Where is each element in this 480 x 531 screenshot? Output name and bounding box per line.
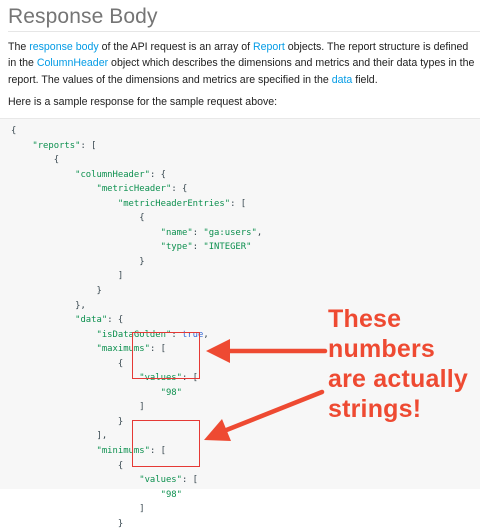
code-key-metric-header-entries: "metricHeaderEntries"	[117, 198, 231, 209]
link-data[interactable]: data	[331, 73, 353, 86]
code-key-metric-header: "metricHeader"	[96, 184, 172, 195]
link-response-body[interactable]: response body	[29, 41, 99, 53]
code-value-is-data-golden: true	[182, 329, 204, 340]
sample-response-caption: Here is a sample response for the sample…	[8, 96, 278, 108]
code-value-minimums: "98"	[160, 489, 182, 500]
intro-text-4: object which describes the dimensions an…	[8, 57, 475, 86]
intro-text-3: objects. The report structure is defined…	[8, 41, 469, 70]
link-report[interactable]: Report	[253, 41, 285, 53]
section-heading: Response Body	[8, 5, 158, 28]
code-key-maximums: "maximums"	[96, 344, 150, 355]
intro-text-2: of the API request is an array of	[98, 41, 253, 53]
code-value-maximums: "98"	[160, 387, 182, 398]
highlight-box-maximums	[132, 332, 200, 379]
arrow-to-maximums	[206, 339, 328, 363]
intro-text-5: field.	[352, 73, 378, 86]
annotation-note: These numbers are actually strings!	[328, 304, 468, 424]
annotation-line-4: strings!	[328, 395, 422, 423]
annotation-line-1: These	[328, 305, 402, 333]
code-key-type: "type"	[160, 242, 193, 253]
code-key-data: "data"	[75, 315, 108, 326]
arrow-to-minimums	[204, 389, 325, 441]
code-value-name: "ga:users"	[203, 227, 257, 238]
annotation-line-2: numbers	[328, 335, 435, 363]
code-value-type: "INTEGER"	[203, 242, 252, 253]
code-key-is-data-golden: "isDataGolden"	[96, 329, 172, 340]
annotation-arrows	[204, 339, 328, 441]
code-key-name: "name"	[160, 227, 193, 238]
code-key-reports: "reports"	[32, 140, 81, 151]
code-key-column-header: "columnHeader"	[75, 169, 150, 180]
highlight-box-minimums	[132, 420, 200, 467]
annotation-line-3: are actually	[328, 365, 468, 393]
intro-text-1: The	[8, 41, 30, 53]
code-key-minimums: "minimums"	[96, 446, 150, 457]
code-key-values-minimums: "values"	[139, 475, 182, 486]
heading-divider	[8, 31, 480, 32]
intro-paragraph: The response body of the API request is …	[8, 39, 476, 88]
link-column-header[interactable]: ColumnHeader	[36, 57, 109, 70]
